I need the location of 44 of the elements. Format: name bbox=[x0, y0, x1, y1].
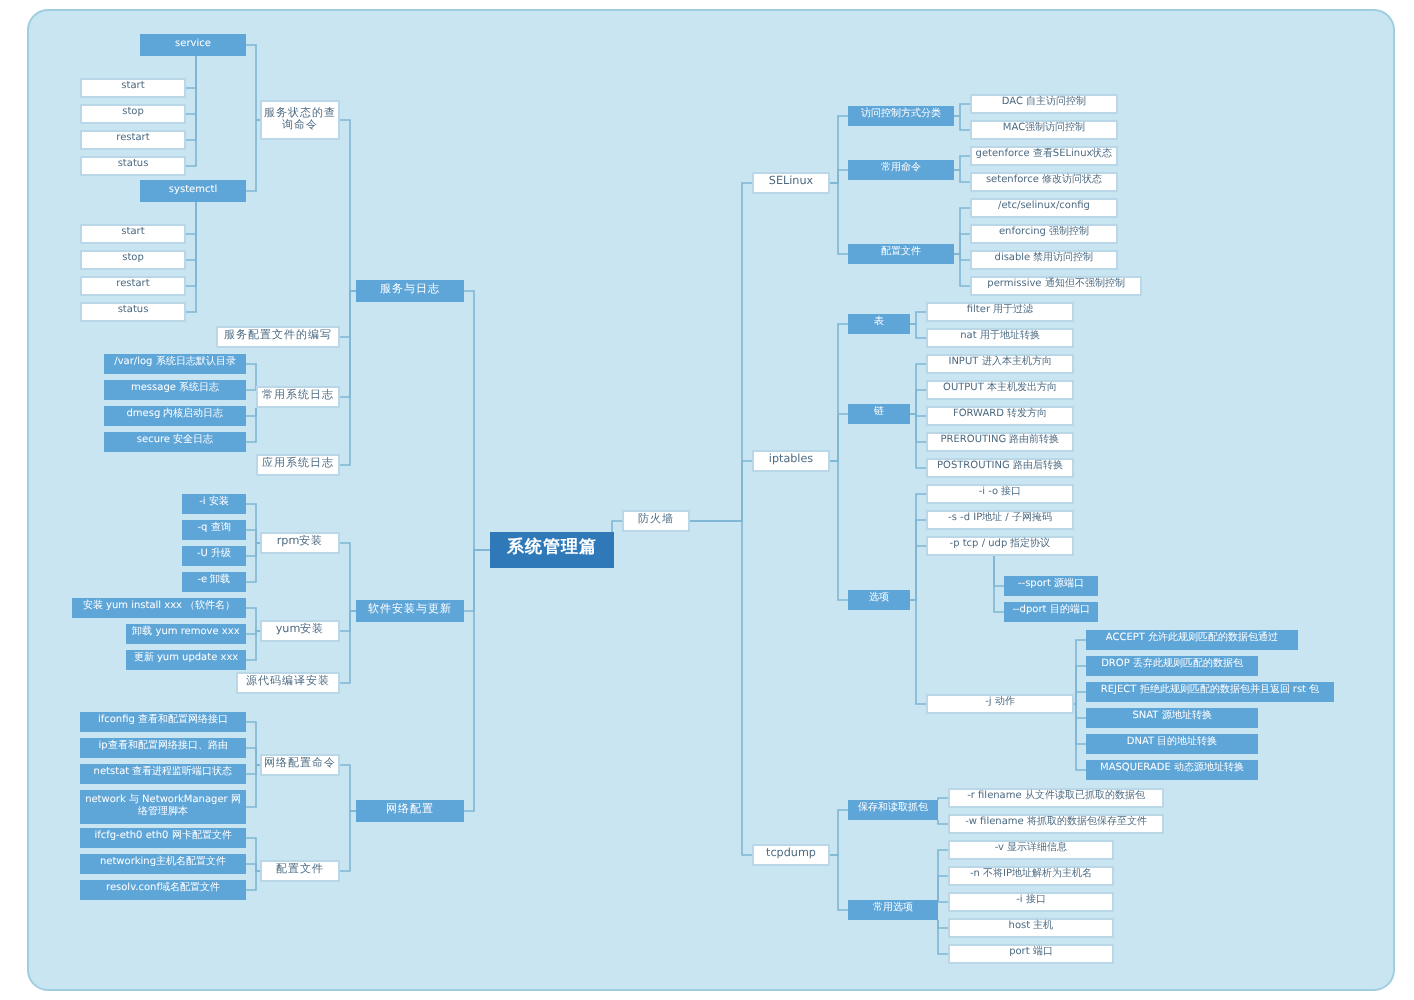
connector-line bbox=[937, 875, 949, 901]
connector-line bbox=[937, 819, 949, 825]
connector-line bbox=[953, 233, 971, 255]
connector-line bbox=[909, 311, 927, 325]
connector-line bbox=[339, 119, 357, 292]
connector-line bbox=[953, 155, 971, 171]
connector-line bbox=[937, 919, 949, 955]
connector-line bbox=[339, 542, 357, 612]
connector-line bbox=[909, 545, 927, 601]
connector-line bbox=[611, 520, 623, 533]
connector-line bbox=[689, 520, 753, 856]
connector-line bbox=[339, 764, 357, 812]
connector-line bbox=[937, 797, 949, 801]
connector-line bbox=[245, 119, 261, 192]
connector-line bbox=[245, 44, 261, 121]
connector-line bbox=[245, 863, 261, 872]
central-topic-box: 系统管理篇 bbox=[490, 532, 614, 568]
connector-line bbox=[339, 290, 357, 466]
connector-line bbox=[953, 169, 971, 183]
connector-line bbox=[245, 385, 257, 391]
connector-line bbox=[185, 201, 197, 313]
connector-line bbox=[463, 549, 491, 812]
connector-line bbox=[937, 899, 949, 903]
connector-line bbox=[339, 810, 357, 872]
connector-line bbox=[245, 870, 261, 891]
connector-line bbox=[909, 413, 927, 469]
connector-line bbox=[829, 854, 849, 911]
connector-line bbox=[245, 529, 261, 544]
connector-line bbox=[909, 323, 927, 339]
connector-line bbox=[993, 555, 1005, 613]
connector-line bbox=[245, 747, 261, 766]
connector-line bbox=[339, 610, 357, 684]
connector-line bbox=[909, 599, 927, 705]
connector-line bbox=[245, 542, 261, 583]
connector-line bbox=[245, 630, 261, 661]
connector-line bbox=[245, 764, 261, 808]
connector-line bbox=[185, 55, 197, 167]
connector-line bbox=[953, 103, 971, 117]
connector-line bbox=[953, 115, 971, 131]
connector-line bbox=[245, 407, 257, 443]
connector-line bbox=[953, 253, 971, 287]
connector-line bbox=[245, 363, 257, 387]
connector-line bbox=[909, 389, 927, 415]
connector-line bbox=[245, 607, 261, 632]
